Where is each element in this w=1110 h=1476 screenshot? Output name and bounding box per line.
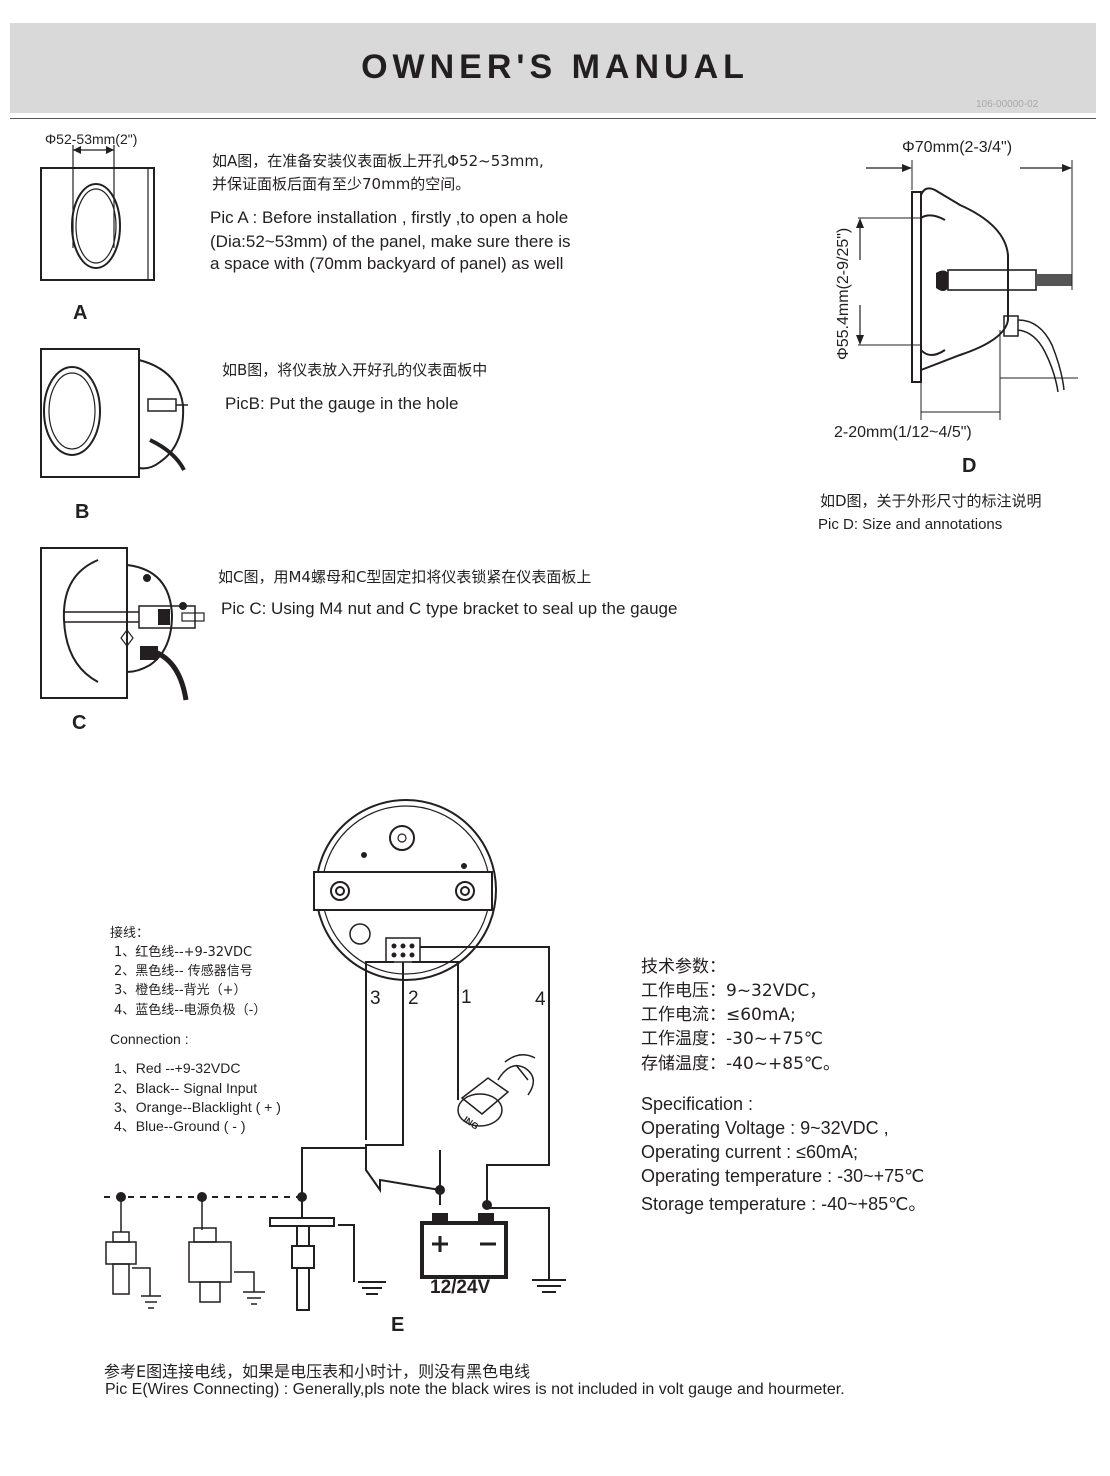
pic-d-zh: 如D图，关于外形尺寸的标注说明 bbox=[820, 492, 1042, 510]
figure-a-label: A bbox=[73, 302, 88, 324]
pic-a-en-line1: Pic A : Before installation , firstly ,t… bbox=[210, 208, 569, 227]
spec-zh-item: 工作电流：≤60mA; bbox=[641, 1005, 796, 1025]
wiring-zh-heading: 接线： bbox=[110, 926, 150, 941]
figure-c-gauge-bracket bbox=[40, 547, 205, 701]
figure-c-label: C bbox=[72, 712, 87, 734]
figure-e-gauge-back bbox=[313, 799, 497, 981]
header-band bbox=[10, 23, 1096, 113]
wiring-en-item: 1、Red --+9-32VDC bbox=[114, 1060, 241, 1076]
pic-d-en: Pic D: Size and annotations bbox=[818, 516, 1003, 533]
wire-number-2: 2 bbox=[408, 988, 419, 1009]
wire-number-1: 1 bbox=[461, 987, 472, 1008]
page-title: OWNER'S MANUAL bbox=[361, 48, 749, 86]
figure-d-label: D bbox=[962, 455, 977, 477]
wiring-en-heading: Connection : bbox=[110, 1031, 189, 1047]
figure-d-side-profile bbox=[856, 160, 1078, 420]
wiring-zh-item: 1、红色线--+9-32VDC bbox=[114, 945, 253, 960]
spec-zh-item: 存储温度：-40~+85℃。 bbox=[641, 1054, 840, 1074]
spec-en-item: Operating current : ≤60mA; bbox=[641, 1142, 858, 1162]
temperature-sender bbox=[105, 1197, 161, 1309]
wiring-en-item: 4、Blue--Ground ( - ) bbox=[114, 1118, 246, 1134]
figure-e-label: E bbox=[391, 1314, 405, 1336]
ignition-switch bbox=[457, 1054, 536, 1127]
pic-a-hole-dimension: Φ52-53mm(2") bbox=[45, 131, 138, 147]
footer-zh: 参考E图连接电线，如果是电压表和小时计，则没有黑色电线 bbox=[104, 1362, 531, 1381]
pic-a-en-line3: a space with (70mm backyard of panel) as… bbox=[210, 254, 564, 273]
battery bbox=[420, 1213, 508, 1279]
wiring-lines bbox=[104, 946, 566, 1295]
header-divider bbox=[10, 118, 1096, 119]
pic-d-bottom-dimension: 2-20mm(1/12~4/5") bbox=[834, 424, 972, 441]
wiring-zh-item: 2、黑色线-- 传感器信号 bbox=[114, 964, 253, 979]
spec-zh-heading: 技术参数： bbox=[641, 957, 726, 977]
spec-en-heading: Specification : bbox=[641, 1094, 754, 1114]
tank-sender bbox=[269, 1197, 335, 1311]
spec-en-item: Storage temperature : -40~+85℃。 bbox=[641, 1194, 927, 1214]
figure-b-label: B bbox=[75, 501, 90, 523]
wiring-zh-item: 4、蓝色线--电源负极（-） bbox=[114, 1003, 267, 1018]
wire-number-4: 4 bbox=[535, 989, 546, 1010]
document-code: 106-00000-02 bbox=[976, 99, 1039, 110]
pressure-sender bbox=[188, 1197, 265, 1305]
battery-voltage-label: 12/24V bbox=[430, 1277, 491, 1298]
pic-b-en: PicB: Put the gauge in the hole bbox=[225, 394, 459, 413]
pic-d-top-dimension: Φ70mm(2-3/4") bbox=[902, 139, 1013, 156]
figure-a-panel bbox=[40, 145, 155, 281]
wiring-en-item: 2、Black-- Signal Input bbox=[114, 1080, 258, 1096]
wire-number-3: 3 bbox=[370, 988, 381, 1009]
pic-a-zh-line1: 如A图，在准备安装仪表面板上开孔Φ52~53mm, bbox=[212, 152, 544, 170]
spec-zh-item: 工作电压：9~32VDC， bbox=[641, 981, 827, 1001]
spec-en-item: Operating Voltage : 9~32VDC , bbox=[641, 1118, 889, 1138]
wiring-zh-item: 3、橙色线--背光（+） bbox=[114, 983, 247, 998]
pic-a-zh-line2: 并保证面板后面有至少70mm的空间。 bbox=[212, 175, 471, 193]
pic-b-zh: 如B图，将仪表放入开好孔的仪表面板中 bbox=[222, 361, 488, 379]
pic-c-en: Pic C: Using M4 nut and C type bracket t… bbox=[221, 599, 678, 618]
wiring-en-item: 3、Orange--Blacklight ( + ) bbox=[114, 1099, 281, 1115]
pic-d-side-dimension: Φ55.4mm(2-9/25") bbox=[835, 227, 852, 360]
figure-b-gauge-in-panel bbox=[40, 348, 188, 478]
spec-zh-item: 工作温度：-30~+75℃ bbox=[641, 1029, 823, 1049]
spec-en-item: Operating temperature : -30~+75℃ bbox=[641, 1166, 925, 1186]
pic-c-zh: 如C图，用M4螺母和C型固定扣将仪表锁紧在仪表面板上 bbox=[218, 568, 592, 586]
footer-en: Pic E(Wires Connecting) : Generally,pls … bbox=[105, 1381, 845, 1398]
pic-a-en-line2: (Dia:52~53mm) of the panel, make sure th… bbox=[210, 232, 571, 251]
